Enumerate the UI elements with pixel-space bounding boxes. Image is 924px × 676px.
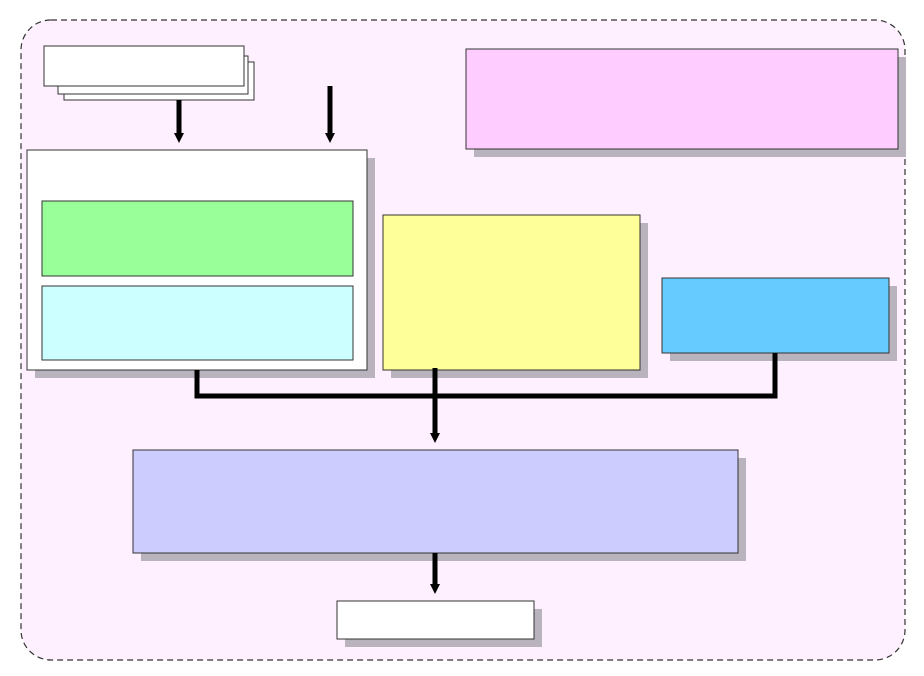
pink-box	[465, 48, 906, 157]
blue-box	[661, 277, 897, 361]
output-box	[336, 600, 542, 647]
document-stack	[43, 45, 255, 101]
cyan-box	[41, 285, 354, 361]
connector-blue-merge	[435, 353, 778, 399]
yellow-box	[382, 214, 648, 378]
lavender-box	[132, 449, 746, 561]
green-box	[41, 200, 354, 277]
connector-panel-merge	[194, 370, 435, 399]
